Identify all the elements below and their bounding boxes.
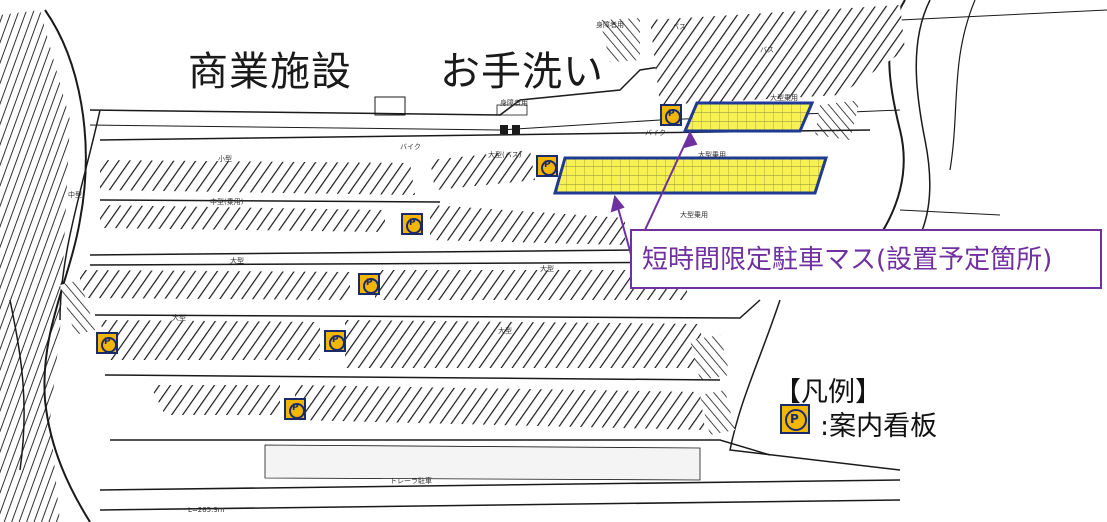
parking-guide-sign-icon: P <box>401 213 423 235</box>
parking-guide-sign-icon: P <box>660 104 682 126</box>
sign-p: P <box>292 403 299 413</box>
map-label: 大型 <box>540 265 554 273</box>
sign-p: P <box>409 218 416 228</box>
short-time-parking-callout: 短時間限定駐車マス(設置予定箇所) <box>630 229 1102 289</box>
legend-title: 【凡例】 <box>774 377 882 408</box>
map-label: 大型乗用 <box>698 151 726 159</box>
map-label: バイク <box>645 129 666 137</box>
map-label: 中型 <box>68 191 82 199</box>
map-label: 大型(バス) <box>488 151 522 159</box>
map-label: 小型 <box>218 155 232 163</box>
map-label: L=285.9m <box>188 506 225 514</box>
parking-rows <box>60 150 735 435</box>
map-label: 身障者用 <box>596 21 624 29</box>
legend-sign-label: :案内看板 <box>820 411 938 442</box>
map-label: バス <box>672 23 686 31</box>
map-label: 中型(乗用) <box>210 198 244 206</box>
map-label: トレーラ駐車 <box>390 477 432 485</box>
short-time-parking-spaces <box>553 101 829 195</box>
parking-guide-sign-icon: P <box>324 330 346 352</box>
map-label: 大型 <box>172 314 186 322</box>
parking-guide-sign-icon: P <box>536 155 558 177</box>
parking-guide-sign-icon: P <box>358 273 380 295</box>
map-label: バス <box>760 46 774 54</box>
legend-sign-p: P <box>790 412 799 426</box>
callout-text: 短時間限定駐車マス(設置予定箇所) <box>642 245 1053 275</box>
trailer-area <box>264 444 701 481</box>
sign-p: P <box>544 160 551 170</box>
parking-guide-sign-icon: P <box>284 398 306 420</box>
map-label: 身障者用 <box>500 99 528 107</box>
sign-p: P <box>366 278 373 288</box>
sign-p: P <box>104 337 111 347</box>
sign-p: P <box>668 109 675 119</box>
short-time-space-upper <box>682 101 815 133</box>
map-label: 大型乗用 <box>680 211 708 219</box>
legend-sign-icon: P <box>780 404 810 434</box>
parking-guide-sign-icon: P <box>96 332 118 354</box>
restroom-label: お手洗い <box>440 49 604 95</box>
map-label: バイク <box>400 143 421 151</box>
map-label: 大型乗用 <box>770 94 798 102</box>
left-road-area <box>0 9 101 522</box>
short-time-space-lower <box>553 156 829 195</box>
sign-p: P <box>332 335 339 345</box>
map-label: 大型 <box>230 257 244 265</box>
commercial-facility-label: 商業施設 <box>188 49 352 95</box>
map-label: 大型 <box>498 327 512 335</box>
